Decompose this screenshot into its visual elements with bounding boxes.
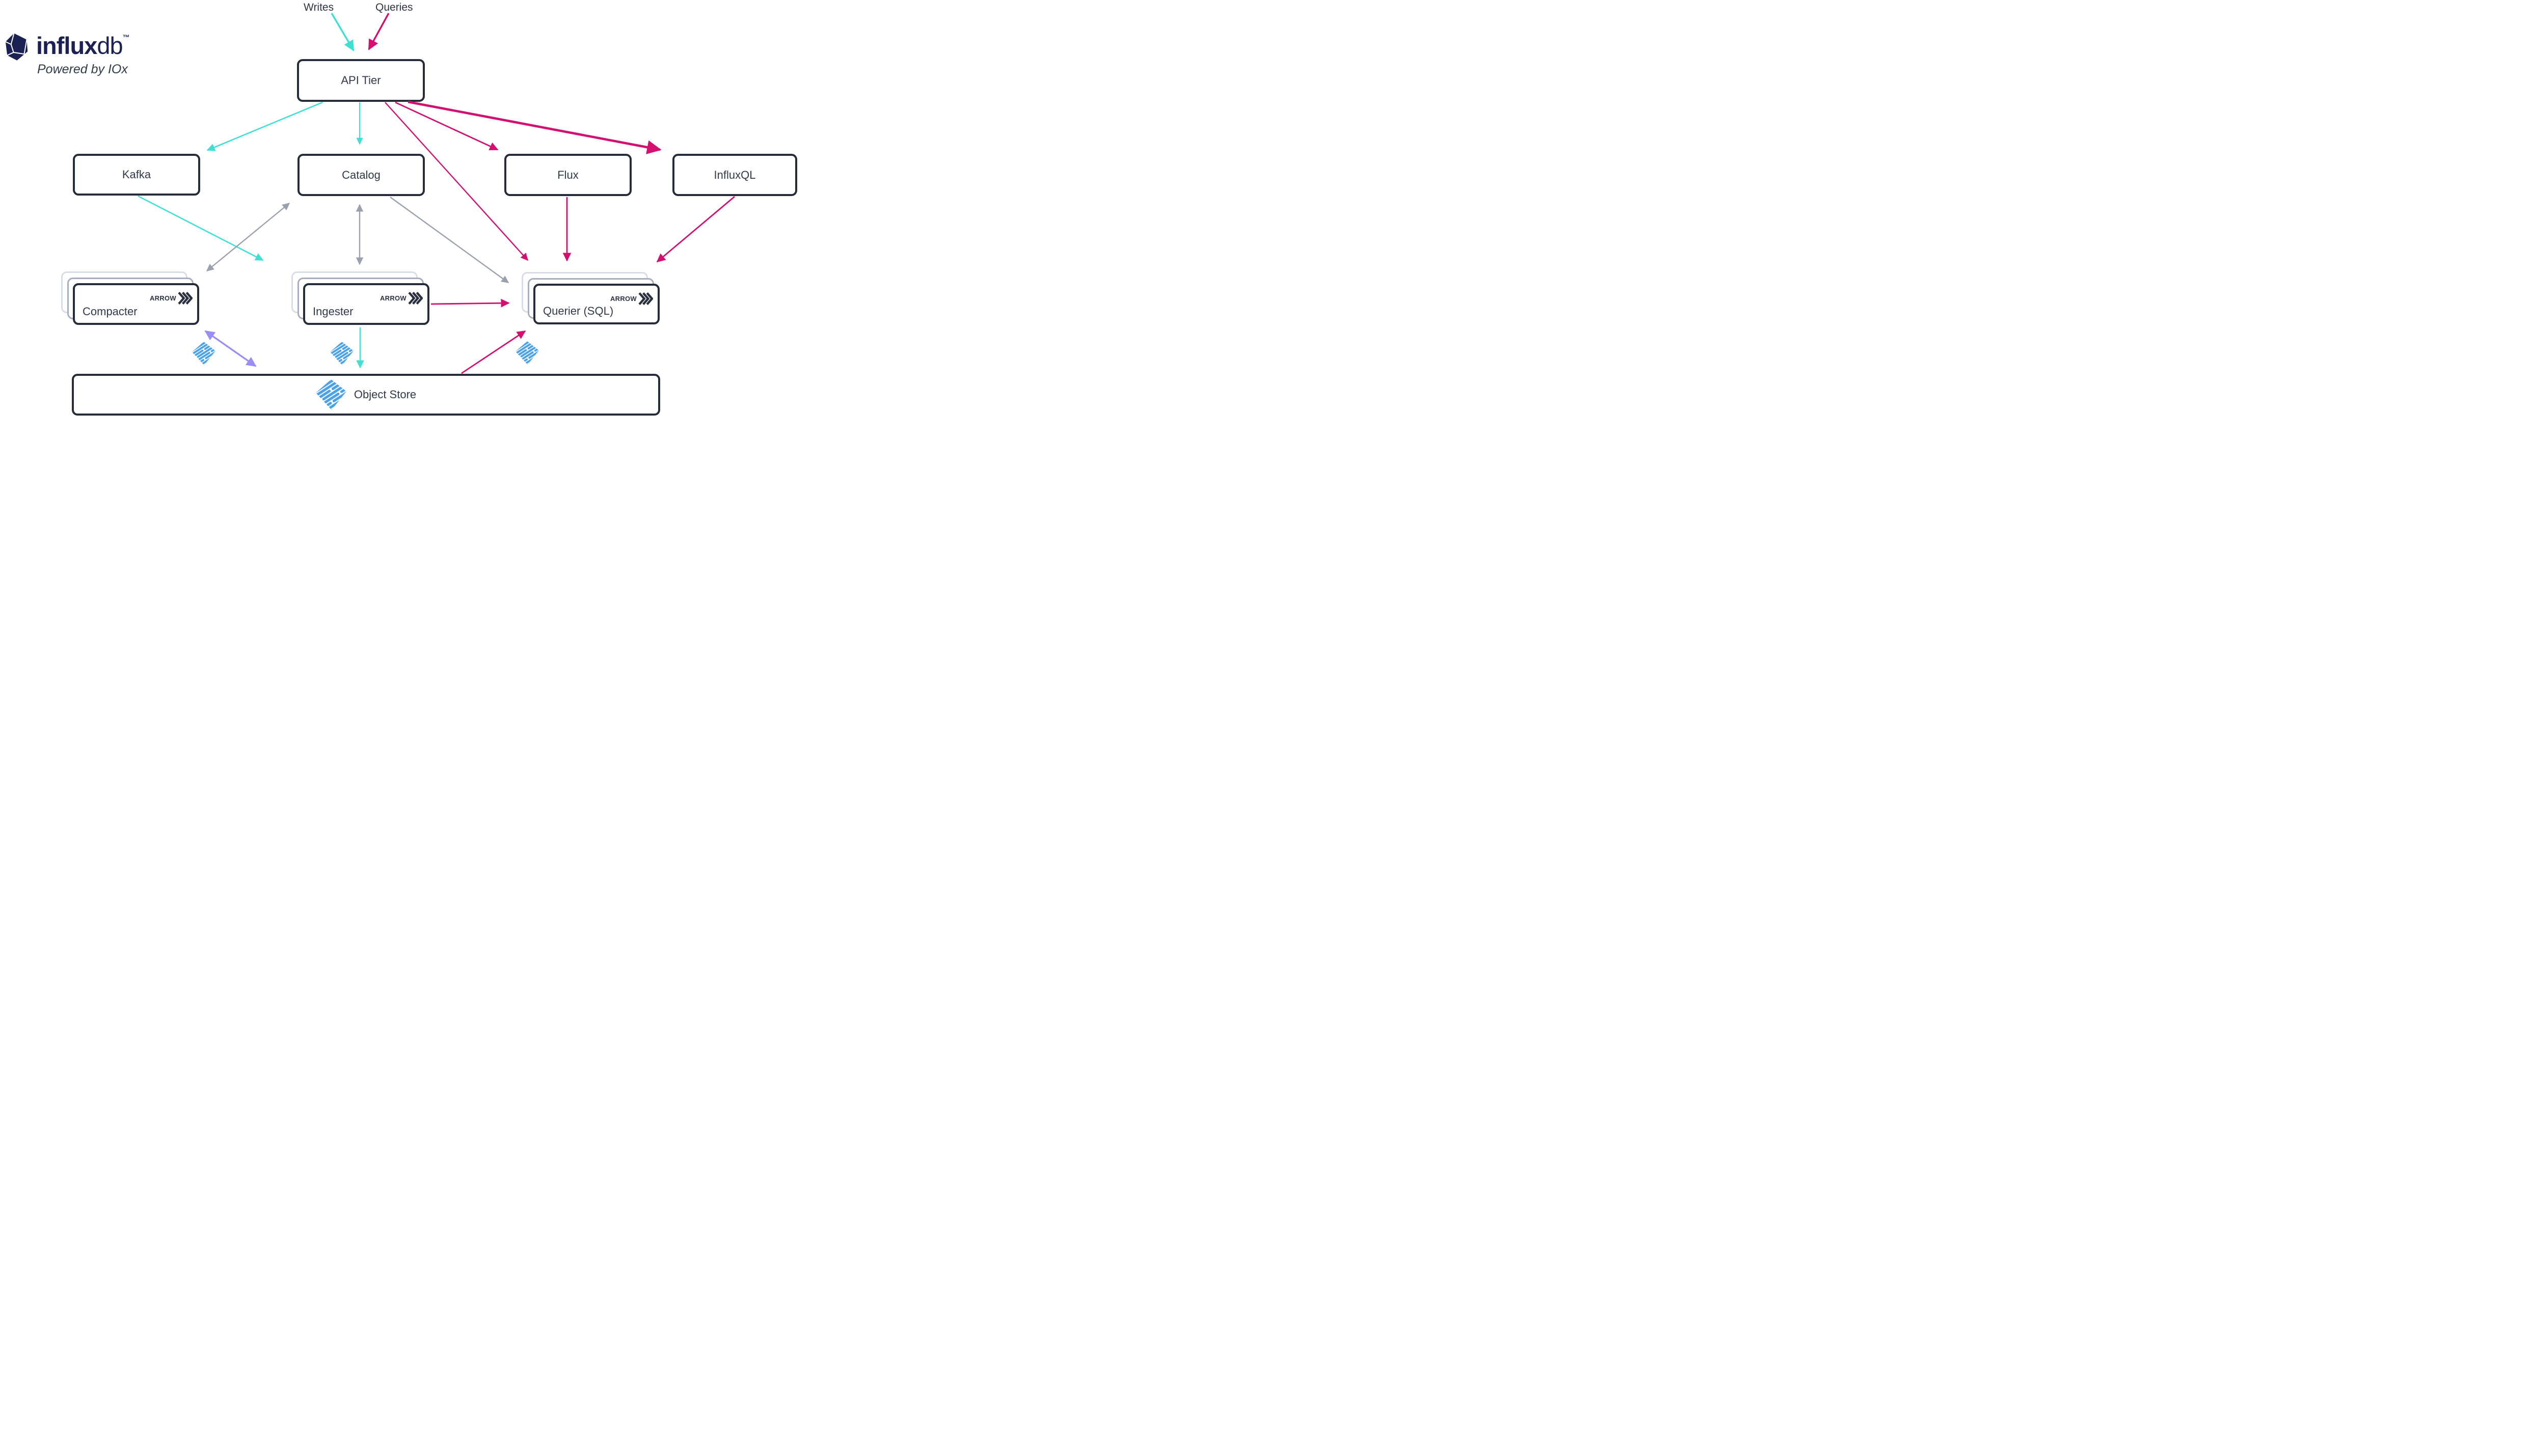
wordmark-light: db xyxy=(97,32,123,59)
logo-tagline: Powered by IOx xyxy=(37,62,128,76)
apache-arrow-logo: ARROW xyxy=(380,291,423,306)
trademark-symbol: ™ xyxy=(122,33,130,41)
queries-label: Queries xyxy=(375,2,413,13)
node-api-tier-label: API Tier xyxy=(341,74,381,87)
apache-arrow-logo: ARROW xyxy=(150,291,193,306)
node-catalog: Catalog xyxy=(297,154,425,196)
arrow-chevrons-icon xyxy=(178,291,193,306)
api-to-kafka-arrow xyxy=(206,101,323,151)
kafka-to-ingester-arrow xyxy=(138,195,264,261)
arrow-chevrons-icon xyxy=(638,291,653,306)
node-api-tier: API Tier xyxy=(297,59,425,102)
api-to-influxql-arrow xyxy=(408,100,662,154)
influxdb-gem-icon xyxy=(5,33,28,61)
influxql-to-querier-arrow xyxy=(656,196,735,263)
queries-arrow xyxy=(368,13,390,50)
influxdb-iox-architecture-diagram: influxdb™ Powered by IOx Writes Queries … xyxy=(0,0,799,417)
arrow-logo-text: ARROW xyxy=(380,294,407,302)
node-ingester-label: Ingester xyxy=(313,305,354,318)
node-flux-label: Flux xyxy=(557,168,579,181)
node-flux: Flux xyxy=(504,154,632,196)
parquet-icon xyxy=(516,341,539,365)
node-kafka-label: Kafka xyxy=(122,168,151,181)
node-ingester: ARROW Ingester xyxy=(291,271,429,325)
node-object-store: Object Store xyxy=(72,374,660,416)
parquet-icon xyxy=(330,342,354,365)
apache-arrow-logo: ARROW xyxy=(610,291,653,306)
arrow-chevrons-icon xyxy=(408,291,423,306)
node-querier: ARROW Querier (SQL) xyxy=(522,272,660,324)
node-influxql-label: InfluxQL xyxy=(714,168,756,181)
node-catalog-label: Catalog xyxy=(342,168,381,181)
node-influxql: InfluxQL xyxy=(672,154,797,196)
ingester-to-querier-arrow xyxy=(430,298,510,308)
node-compacter-label: Compacter xyxy=(83,305,138,318)
api-to-flux-arrow xyxy=(395,101,499,151)
stack-card-front: ARROW Querier (SQL) xyxy=(533,284,660,324)
node-kafka: Kafka xyxy=(73,154,200,196)
wordmark-bold: influx xyxy=(36,32,97,59)
parquet-icon xyxy=(192,342,215,365)
writes-label: Writes xyxy=(304,2,334,13)
node-compacter: ARROW Compacter xyxy=(61,271,199,325)
influxdb-wordmark: influxdb™ xyxy=(36,32,130,60)
catalog-to-compacter-arrow xyxy=(206,203,290,271)
catalog-to-querier-arrow xyxy=(390,197,509,283)
node-querier-label: Querier (SQL) xyxy=(543,305,614,317)
stack-card-front: ARROW Ingester xyxy=(303,283,429,325)
node-object-store-label: Object Store xyxy=(354,388,417,401)
stack-card-front: ARROW Compacter xyxy=(73,283,199,325)
writes-arrow xyxy=(331,13,355,51)
arrow-logo-text: ARROW xyxy=(610,295,637,303)
arrow-logo-text: ARROW xyxy=(149,294,176,302)
parquet-icon xyxy=(316,379,346,410)
